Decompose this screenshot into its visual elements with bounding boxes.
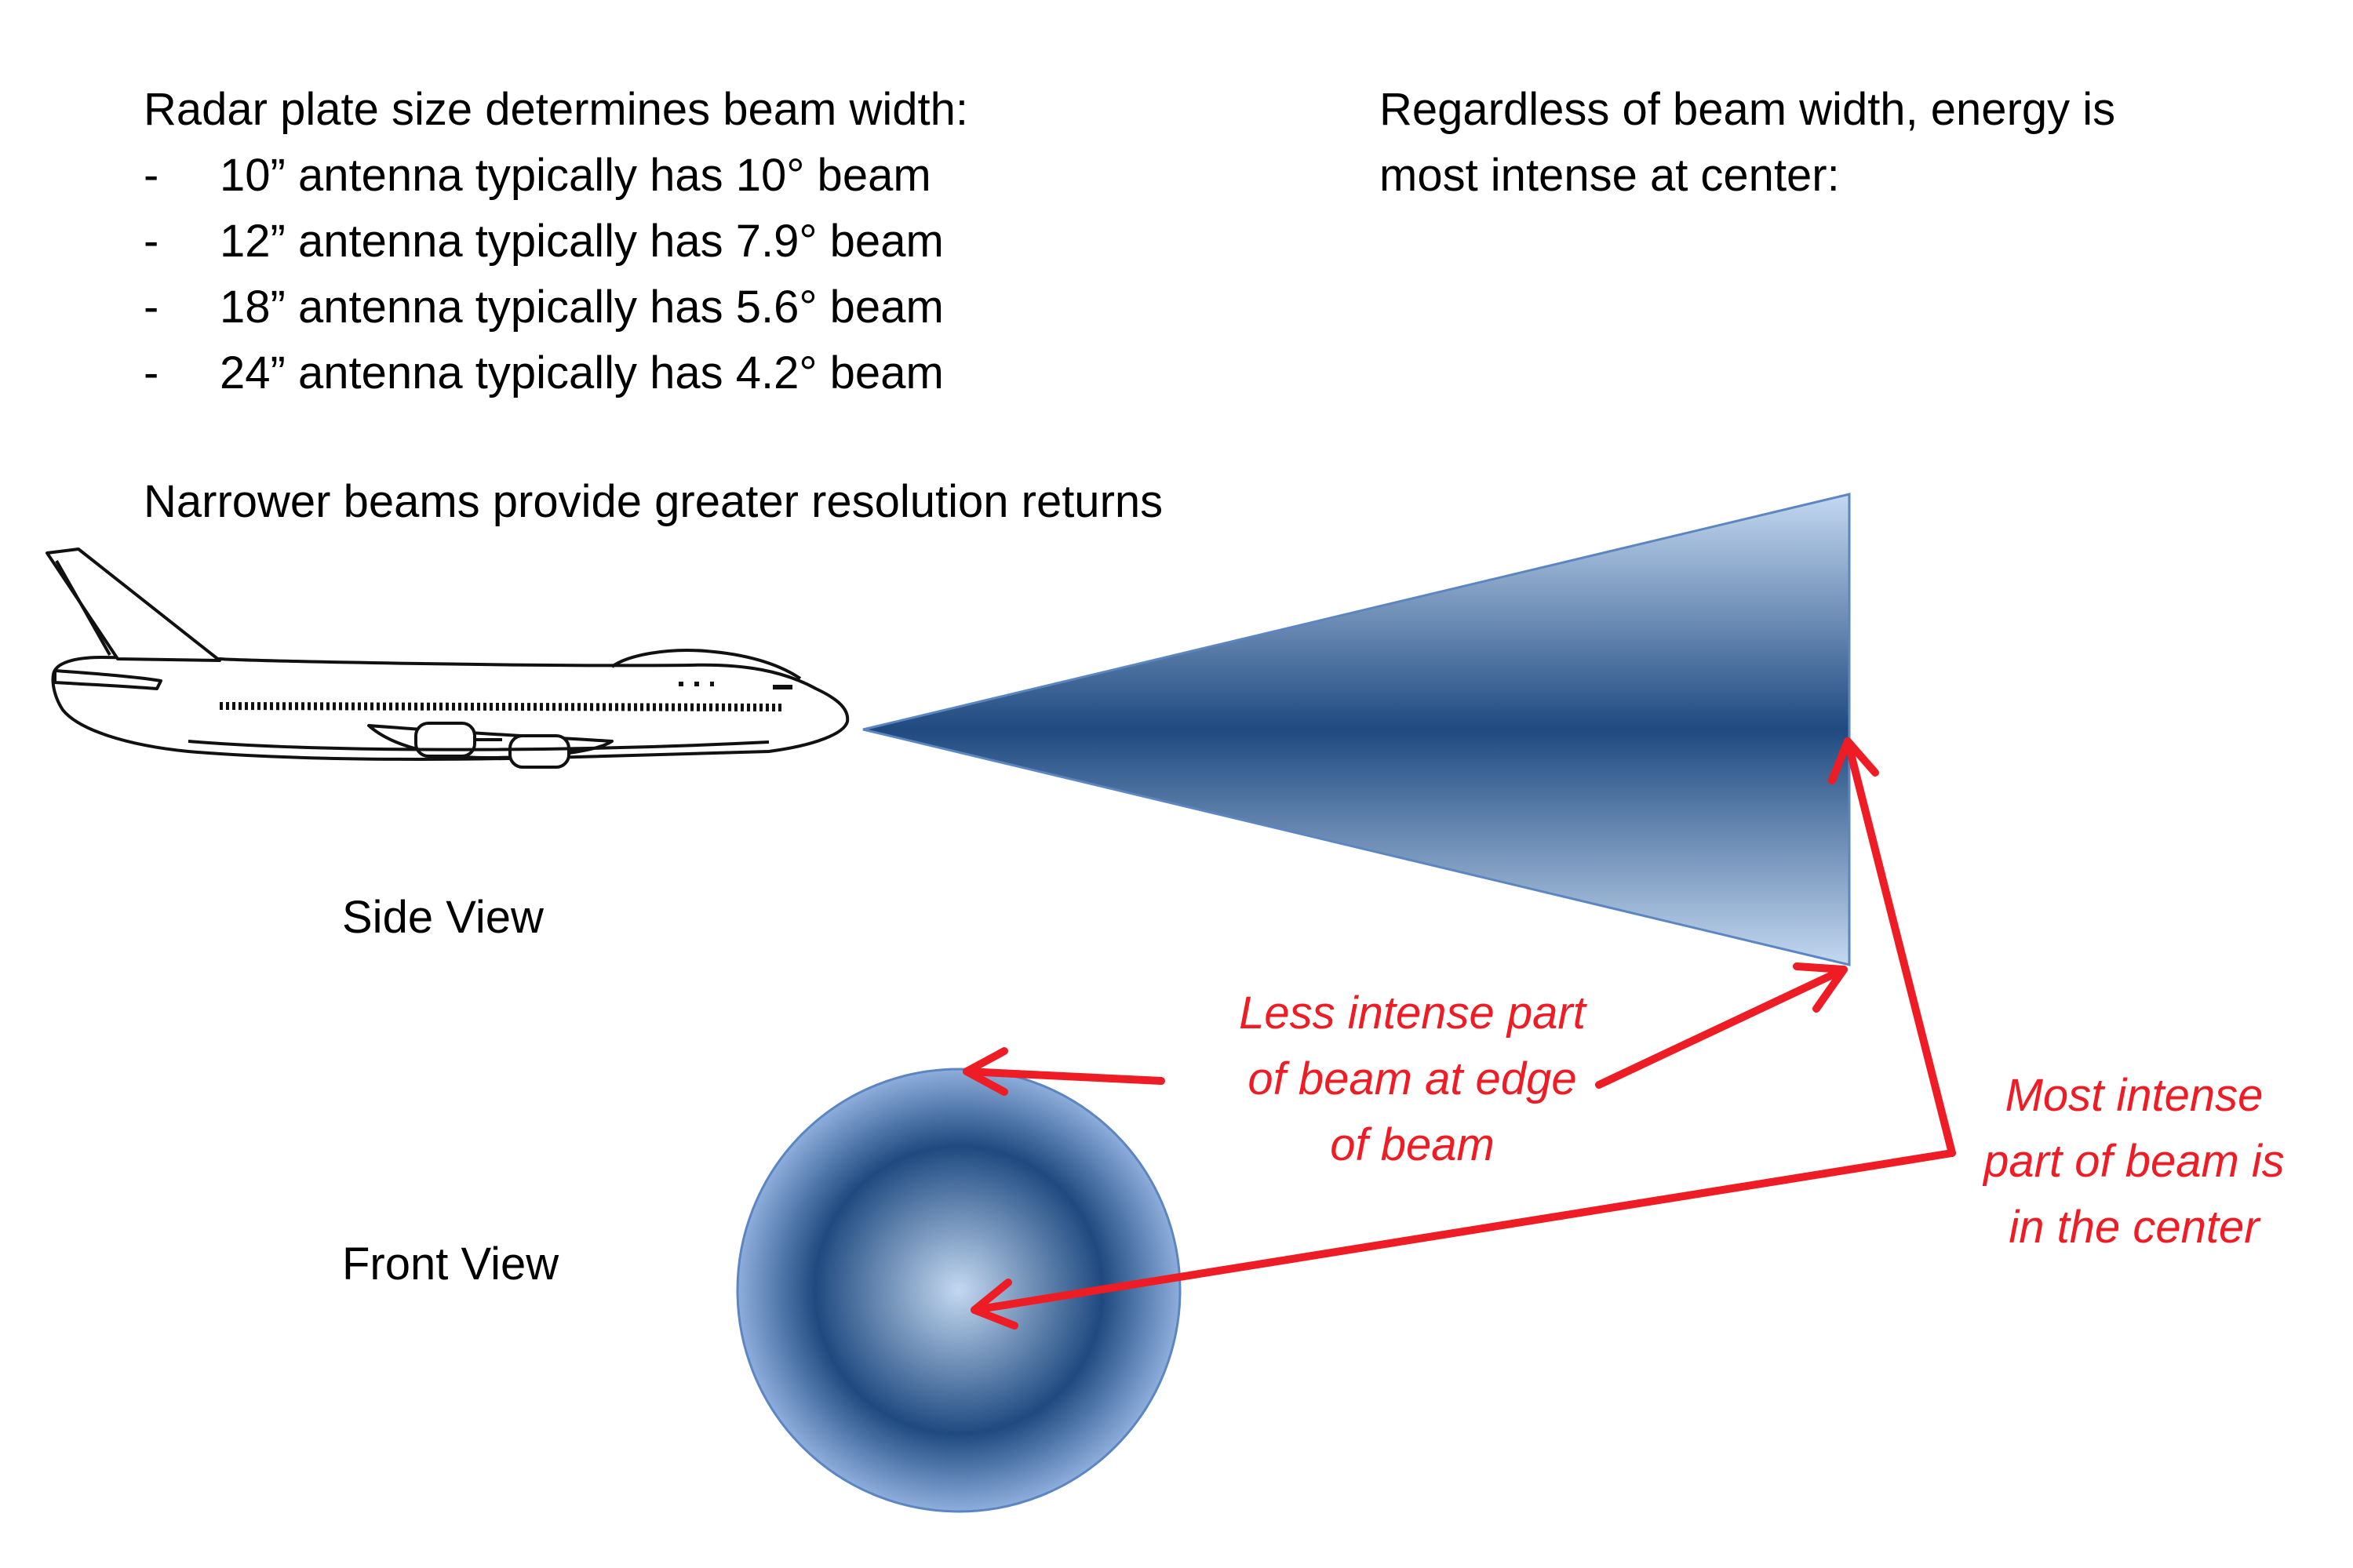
intensity-line-2: most intense at center: [1379,150,1840,201]
arrowhead-circle-edge [963,1047,1008,1096]
most-intense-line: Most intense [2005,1070,2264,1121]
antenna-bullet-text: 24” antenna typically has 4.2° beam [220,347,944,398]
antenna-bullet: - 10” antenna typically has 10° beam [144,143,968,209]
less-intense-line: Less intense part [1239,988,1586,1039]
arrowhead-circle-center [971,1279,1018,1330]
beam-width-heading: Radar plate size determines beam width: [144,84,968,135]
narrower-beams-text: Narrower beams provide greater resolutio… [144,476,1164,527]
front-view-beam-circle [736,1068,1182,1513]
side-view-beam-cone [862,493,1851,966]
bullet-dash: - [144,216,159,267]
antenna-bullet-text: 10” antenna typically has 10° beam [220,150,931,201]
most-intense-line: in the center [2009,1202,2260,1253]
less-intense-annotation: Less intense part of beam at edge of bea… [1177,980,1648,1178]
arrow-to-cone-center [1844,737,1956,1157]
less-intense-line: of beam [1330,1119,1495,1170]
bullet-dash: - [144,282,159,333]
most-intense-line: part of beam is [1983,1136,2285,1187]
beam-width-text-block: Radar plate size determines beam width: … [144,77,968,406]
bullet-dash: - [144,150,159,201]
intensity-text-block: Regardless of beam width, energy is most… [1379,77,2115,209]
side-view-label: Side View [342,892,544,943]
bullet-dash: - [144,347,159,398]
arrowhead-cone-edge [1793,962,1848,1013]
arrow-to-cone-edge [1595,966,1848,1089]
arrow-to-circle-edge [963,1068,1165,1085]
front-view-label: Front View [342,1239,559,1290]
most-intense-annotation: Most intense part of beam is in the cent… [1930,1063,2338,1261]
antenna-bullet: - 18” antenna typically has 5.6° beam [144,275,968,340]
airplane-icon [46,548,850,769]
antenna-bullet: - 12” antenna typically has 7.9° beam [144,209,968,275]
intensity-line-1: Regardless of beam width, energy is [1379,84,2116,135]
antenna-bullet-text: 18” antenna typically has 5.6° beam [220,282,944,333]
antenna-bullet: - 24” antenna typically has 4.2° beam [144,340,968,406]
arrow-to-circle-center [971,1149,1956,1314]
arrowhead-cone-center [1828,737,1879,784]
antenna-bullet-text: 12” antenna typically has 7.9° beam [220,216,944,267]
less-intense-line: of beam at edge [1248,1053,1577,1104]
annotation-arrows [963,737,1956,1330]
